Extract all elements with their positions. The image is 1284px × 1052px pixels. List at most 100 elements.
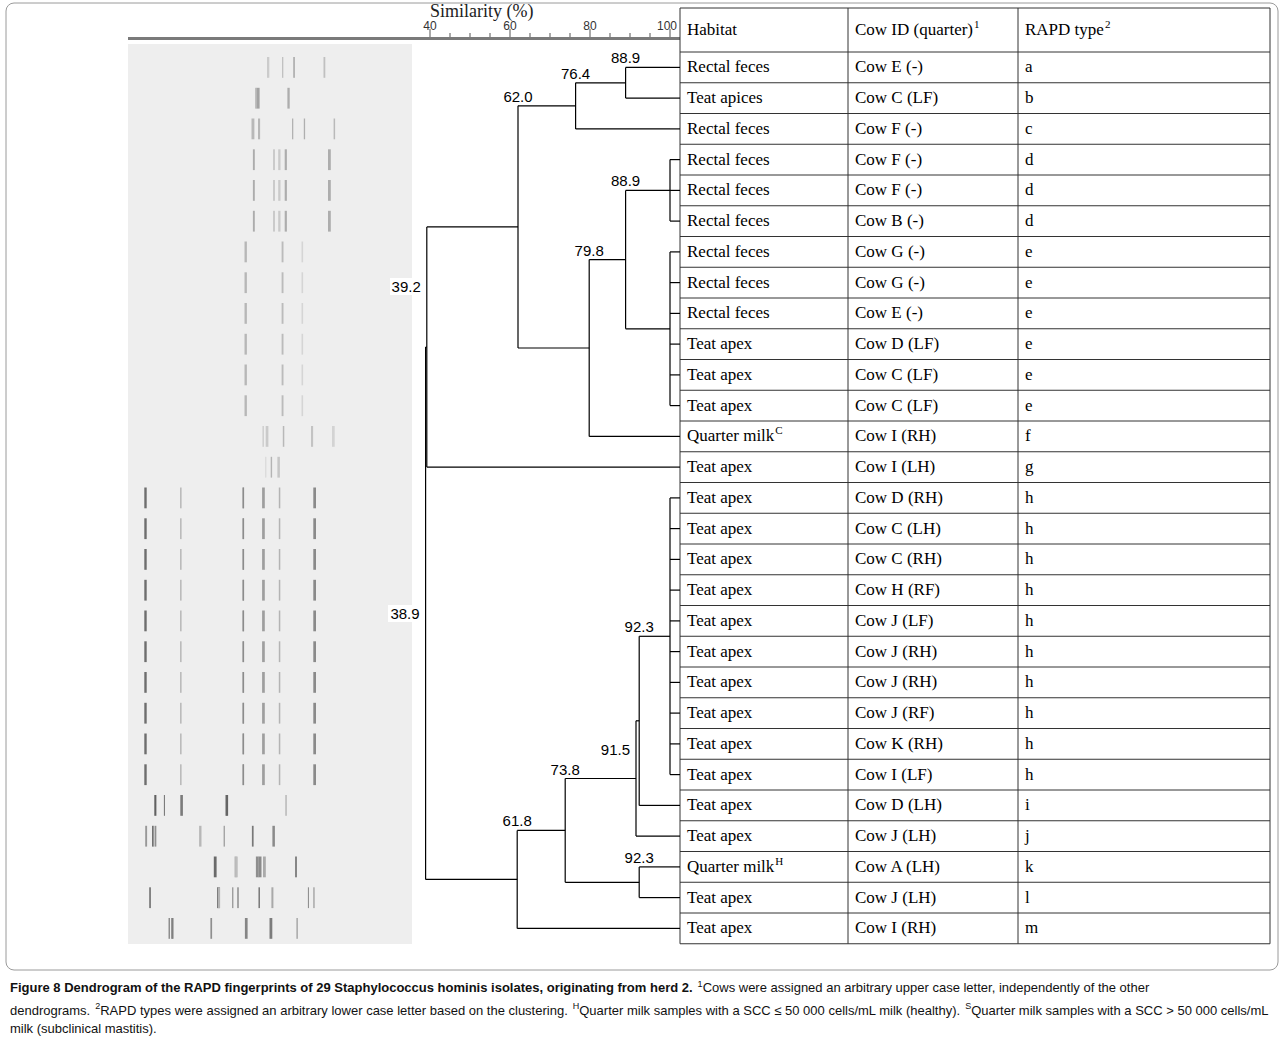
table-cell: Rectal feces xyxy=(680,175,848,206)
table-cell: Cow F (-) xyxy=(848,175,1018,206)
gel-band xyxy=(145,826,147,847)
scale-tick xyxy=(550,33,551,37)
table-cell: Cow G (-) xyxy=(848,237,1018,268)
gel-band xyxy=(217,887,220,908)
dendrogram-branch xyxy=(670,805,680,806)
cow-id-cell: Cow D (RH) xyxy=(855,488,943,508)
cow-id-cell: Cow J (RH) xyxy=(855,672,937,692)
dendrogram-branch xyxy=(426,879,518,880)
gel-band xyxy=(313,764,316,785)
footnote-text: Quarter milk samples with a SCC ≤ 50 000… xyxy=(579,1003,960,1018)
cow-id-cell: Cow E (-) xyxy=(855,57,923,77)
table-cell: h xyxy=(1018,698,1270,729)
gel-band xyxy=(243,580,244,601)
rapd-type-cell: h xyxy=(1025,519,1034,539)
similarity-value: 92.3 xyxy=(623,618,656,635)
table-cell: g xyxy=(1018,452,1270,483)
dendrogram-branch xyxy=(626,328,670,329)
gel-band xyxy=(243,518,244,539)
figure-frame xyxy=(6,3,1278,970)
dendrogram-branch xyxy=(670,436,680,437)
gel-band xyxy=(278,149,280,170)
similarity-value: 88.9 xyxy=(609,172,642,189)
scale-tick xyxy=(450,33,451,37)
habitat-cell: Teat apex xyxy=(687,734,752,754)
table-cell: Rectal feces xyxy=(680,237,848,268)
gel-band xyxy=(313,518,316,539)
gel-band xyxy=(278,180,280,201)
gel-band xyxy=(302,272,304,293)
dendrogram-branch xyxy=(670,651,680,652)
table-rule xyxy=(680,943,1270,944)
gel-band xyxy=(270,918,273,939)
table-cell: d xyxy=(1018,206,1270,237)
table-cell: h xyxy=(1018,483,1270,514)
gel-band xyxy=(262,641,265,662)
gel-band xyxy=(243,611,244,632)
rapd-type-cell: e xyxy=(1025,396,1033,416)
gel-band xyxy=(243,488,244,509)
cow-id-cell: Cow C (LH) xyxy=(855,519,941,539)
table-rule xyxy=(680,882,1270,883)
habitat-cell: Teat apex xyxy=(687,365,752,385)
gel-band xyxy=(235,857,237,878)
table-cell: Cow D (LF) xyxy=(848,329,1018,360)
table-cell: e xyxy=(1018,267,1270,298)
dendrogram-branch xyxy=(639,636,670,637)
rapd-type-cell: j xyxy=(1025,826,1030,846)
table-rule xyxy=(680,697,1270,698)
gel-band xyxy=(279,488,281,509)
gel-band xyxy=(237,887,239,908)
cow-id-cell: Cow J (LH) xyxy=(855,888,936,908)
table-cell: Rectal feces xyxy=(680,52,848,83)
gel-band xyxy=(144,488,146,509)
dendrogram-branch xyxy=(670,682,680,683)
table-cell: Teat apex xyxy=(680,882,848,913)
rapd-type-cell: k xyxy=(1025,857,1034,877)
dendrogram-branch xyxy=(670,835,680,836)
rapd-type-cell: e xyxy=(1025,334,1033,354)
dendrogram-branch xyxy=(576,82,626,83)
gel-band xyxy=(279,580,281,601)
cow-id-cell: Cow C (LF) xyxy=(855,396,938,416)
rapd-type-cell: l xyxy=(1025,888,1030,908)
table-cell: Teat apex xyxy=(680,606,848,637)
similarity-value: 91.5 xyxy=(599,741,632,758)
table-cell: Cow J (RF) xyxy=(848,698,1018,729)
table-rule xyxy=(680,421,1270,422)
table-cell: e xyxy=(1018,298,1270,329)
gel-band xyxy=(253,180,255,201)
column-header: RAPD type xyxy=(1025,20,1104,40)
similarity-value: 92.3 xyxy=(623,849,656,866)
footnote-mark: H xyxy=(775,855,783,867)
table-cell: Cow ID (quarter)1 xyxy=(848,8,1018,52)
rapd-type-cell: h xyxy=(1025,765,1034,785)
dendrogram-branch xyxy=(576,128,670,129)
similarity-value: 88.9 xyxy=(609,49,642,66)
gel-band xyxy=(180,611,181,632)
dendrogram-branch xyxy=(626,190,670,191)
gel-band xyxy=(277,457,280,478)
gel-band xyxy=(164,795,165,816)
dendrogram-branch xyxy=(670,374,680,375)
rapd-type-cell: h xyxy=(1025,642,1034,662)
habitat-cell: Rectal feces xyxy=(687,150,770,170)
dendrogram-branch xyxy=(589,436,670,437)
gel-band xyxy=(218,887,220,908)
dendrogram-branch xyxy=(670,866,680,867)
footnote-mark: 1 xyxy=(974,18,980,30)
gel-band xyxy=(180,795,183,816)
dendrogram-branch xyxy=(626,97,670,98)
gel-band xyxy=(180,488,181,509)
dendrogram-branch xyxy=(670,928,680,929)
rapd-type-cell: e xyxy=(1025,273,1033,293)
scale-bar xyxy=(128,37,680,40)
table-cell: Teat apex xyxy=(680,759,848,790)
gel-band xyxy=(282,242,284,263)
cow-id-cell: Cow F (-) xyxy=(855,180,922,200)
table-cell: Cow A (LH) xyxy=(848,852,1018,883)
footnote-mark: H xyxy=(573,1001,580,1011)
table-rule xyxy=(680,175,1270,176)
